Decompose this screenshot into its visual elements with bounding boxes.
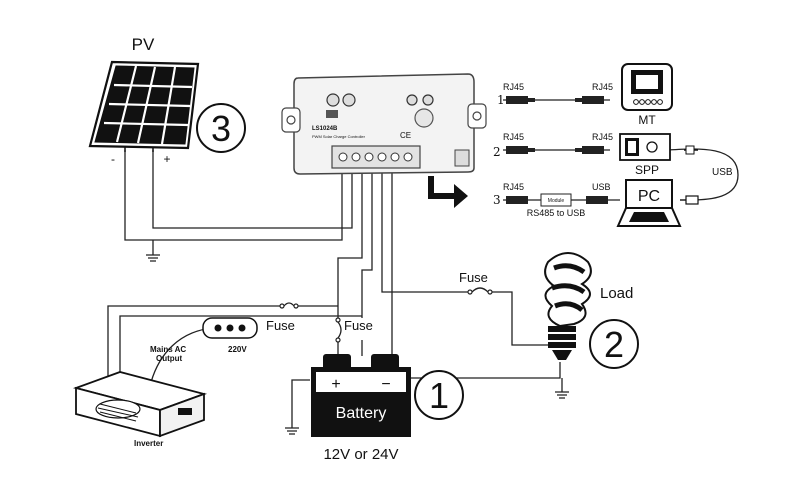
pv-label: PV — [132, 35, 155, 54]
battery-plus-sign: + — [331, 376, 340, 393]
load-ground-symbol — [555, 378, 569, 399]
number-circle-2: 2 — [589, 319, 639, 369]
arrow-right-icon — [428, 176, 468, 208]
rj45-port-icon — [454, 149, 470, 167]
rj45-plug-icon — [582, 96, 604, 104]
spp-device: SPP — [619, 133, 698, 177]
rj45-plug-icon — [582, 146, 604, 154]
usb-cable — [667, 148, 739, 201]
rj45-label: RJ45 — [503, 132, 524, 142]
comm-cable-mt: 1 RJ45 RJ45 — [497, 82, 613, 107]
mains-output-label: Output — [156, 354, 183, 363]
usb-plug-icon — [586, 196, 608, 204]
solar-panel: PV - + — [88, 35, 200, 166]
load-button-icon — [414, 108, 434, 128]
controller-model: LS1024B — [312, 126, 338, 132]
battery-voltage-label: 12V or 24V — [323, 446, 398, 463]
svg-text:1: 1 — [429, 375, 449, 416]
ac-outlet-strip: 220V — [202, 317, 258, 354]
inverter-wire-outer-1 — [107, 305, 280, 388]
status-led-icon — [326, 93, 340, 107]
mt-label: MT — [638, 113, 656, 127]
mt-buttons — [633, 99, 663, 105]
comm-cable-pc: 3 RJ45 USB Module RS485 to USB — [493, 182, 611, 218]
load-positive-wire — [381, 172, 468, 293]
controller-subtitle: PWM Solar Charge Controller — [312, 134, 366, 139]
load-positive-wire-2 — [492, 291, 548, 346]
rs485-to-usb-label: RS485 to USB — [527, 208, 586, 218]
spp-usb-plug-icon — [685, 145, 695, 155]
voltage-220-label: 220V — [228, 345, 247, 354]
terminal-strip — [331, 145, 421, 169]
rj45-plug-icon — [506, 96, 528, 104]
pc-laptop: PC — [616, 179, 699, 227]
mains-ac-label: Mains AC — [150, 345, 186, 354]
number-circle-3: 3 — [196, 103, 246, 153]
usb-cable-label: USB — [712, 167, 733, 178]
load-bulb-icon — [544, 252, 592, 360]
rj45-label: RJ45 — [592, 132, 613, 142]
inverter-display-icon — [178, 408, 192, 415]
battery: + − Battery 12V or 24V — [311, 354, 411, 463]
comm-cable-spp: 2 RJ45 RJ45 — [493, 132, 613, 159]
number-circle-1: 1 — [414, 370, 464, 420]
pv-plus-label: + — [163, 152, 170, 166]
port-number-1: 1 — [497, 93, 505, 107]
inverter-vent-lines — [97, 403, 139, 422]
battery-terminal-negative — [371, 354, 399, 370]
fuse-inverter: Fuse — [266, 302, 299, 333]
pc-usb-plug-icon — [685, 195, 699, 205]
port-number-3: 3 — [493, 193, 501, 207]
ce-mark: CE — [400, 131, 411, 140]
fuse-inverter-label: Fuse — [266, 318, 295, 333]
rj45-label: RJ45 — [503, 182, 524, 192]
status-led-icon — [342, 93, 356, 107]
fuse-load-label: Fuse — [459, 270, 488, 285]
load-label: Load — [600, 285, 633, 302]
battery-negative-wire — [337, 172, 363, 318]
pv-minus-label: - — [111, 152, 115, 166]
pv-positive-wire — [152, 150, 353, 229]
load-negative-wire — [391, 172, 561, 379]
battery-terminal-positive — [323, 354, 351, 370]
rj45-plug-icon — [506, 146, 528, 154]
fuse-battery-label: Fuse — [344, 318, 373, 333]
battery-positive-wire — [361, 172, 373, 318]
pv-negative-wire — [124, 150, 343, 241]
indicator-icon — [326, 110, 338, 118]
rj45-label: RJ45 — [503, 82, 524, 92]
rs485-module-icon — [540, 193, 572, 207]
svg-text:2: 2 — [604, 324, 624, 365]
spp-label: SPP — [635, 163, 659, 177]
module-label: Module — [548, 198, 565, 204]
inverter: Inverter — [72, 371, 208, 448]
battery-ground-symbol — [285, 379, 310, 435]
inverter-wire-inner — [119, 315, 362, 388]
fuse-battery: Fuse — [335, 317, 373, 343]
charge-controller: LS1024B PWM Solar Charge Controller CE — [281, 73, 487, 175]
mt-meter-device: MT — [621, 63, 673, 127]
solar-cell-grid — [103, 65, 193, 145]
terminal-screws — [338, 152, 413, 162]
load-led-icon — [406, 94, 418, 106]
load-led-icon — [422, 94, 434, 106]
pv-ground-symbol — [146, 240, 160, 262]
wiring — [107, 99, 739, 435]
rj45-label: RJ45 — [592, 82, 613, 92]
pc-label: PC — [638, 188, 660, 205]
rj45-plug-icon — [506, 196, 528, 204]
battery-label: Battery — [336, 405, 387, 422]
fuse-load: Fuse — [459, 270, 493, 295]
port-number-2: 2 — [493, 145, 501, 159]
usb-label: USB — [592, 182, 611, 192]
svg-text:3: 3 — [211, 108, 231, 149]
inverter-label: Inverter — [134, 439, 163, 448]
battery-minus-sign: − — [381, 376, 390, 393]
